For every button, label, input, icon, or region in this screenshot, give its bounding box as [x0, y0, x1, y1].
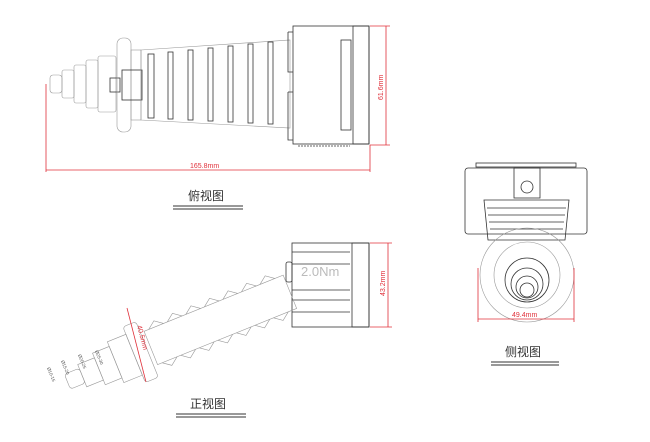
top-width-dimension: 61.6mm: [378, 75, 385, 100]
front-view-bellows: [64, 274, 298, 389]
step-label: Ø15-20: [60, 360, 70, 376]
front-view: 2.0Nm Ø25-30 Ø20-25 Ø15-20 Ø10-15 43.2mm…: [46, 242, 392, 418]
top-view: 165.8mm 61.6mm 俯视图: [45, 25, 390, 210]
front-step-labels: Ø25-30 Ø20-25 Ø15-20 Ø10-15: [46, 350, 104, 383]
step-label: Ø25-30: [94, 350, 104, 366]
step-label: Ø20-25: [77, 354, 87, 370]
side-view-housing: [464, 162, 588, 241]
side-diameter-dimension: 49.4mm: [512, 312, 537, 319]
front-view-housing: [285, 242, 370, 328]
top-view-bellows: [140, 39, 291, 129]
torque-label: 2.0Nm: [301, 264, 339, 279]
front-height-dimension: 43.2mm: [380, 271, 387, 296]
top-length-dimension: 165.8mm: [190, 163, 219, 170]
top-view-gland-nose: [49, 37, 143, 133]
front-view-dimensions: [126, 242, 392, 383]
top-view-dimensions: [45, 25, 390, 172]
side-view-caption: 侧视图: [505, 344, 541, 359]
front-view-caption: 正视图: [190, 396, 226, 411]
top-view-caption: 俯视图: [188, 188, 224, 203]
side-view-gland: [479, 227, 575, 323]
step-label: Ø10-15: [46, 367, 56, 383]
top-view-housing: [287, 25, 370, 147]
side-view: 49.4mm 侧视图: [464, 162, 588, 366]
side-view-dimensions: [477, 268, 575, 322]
